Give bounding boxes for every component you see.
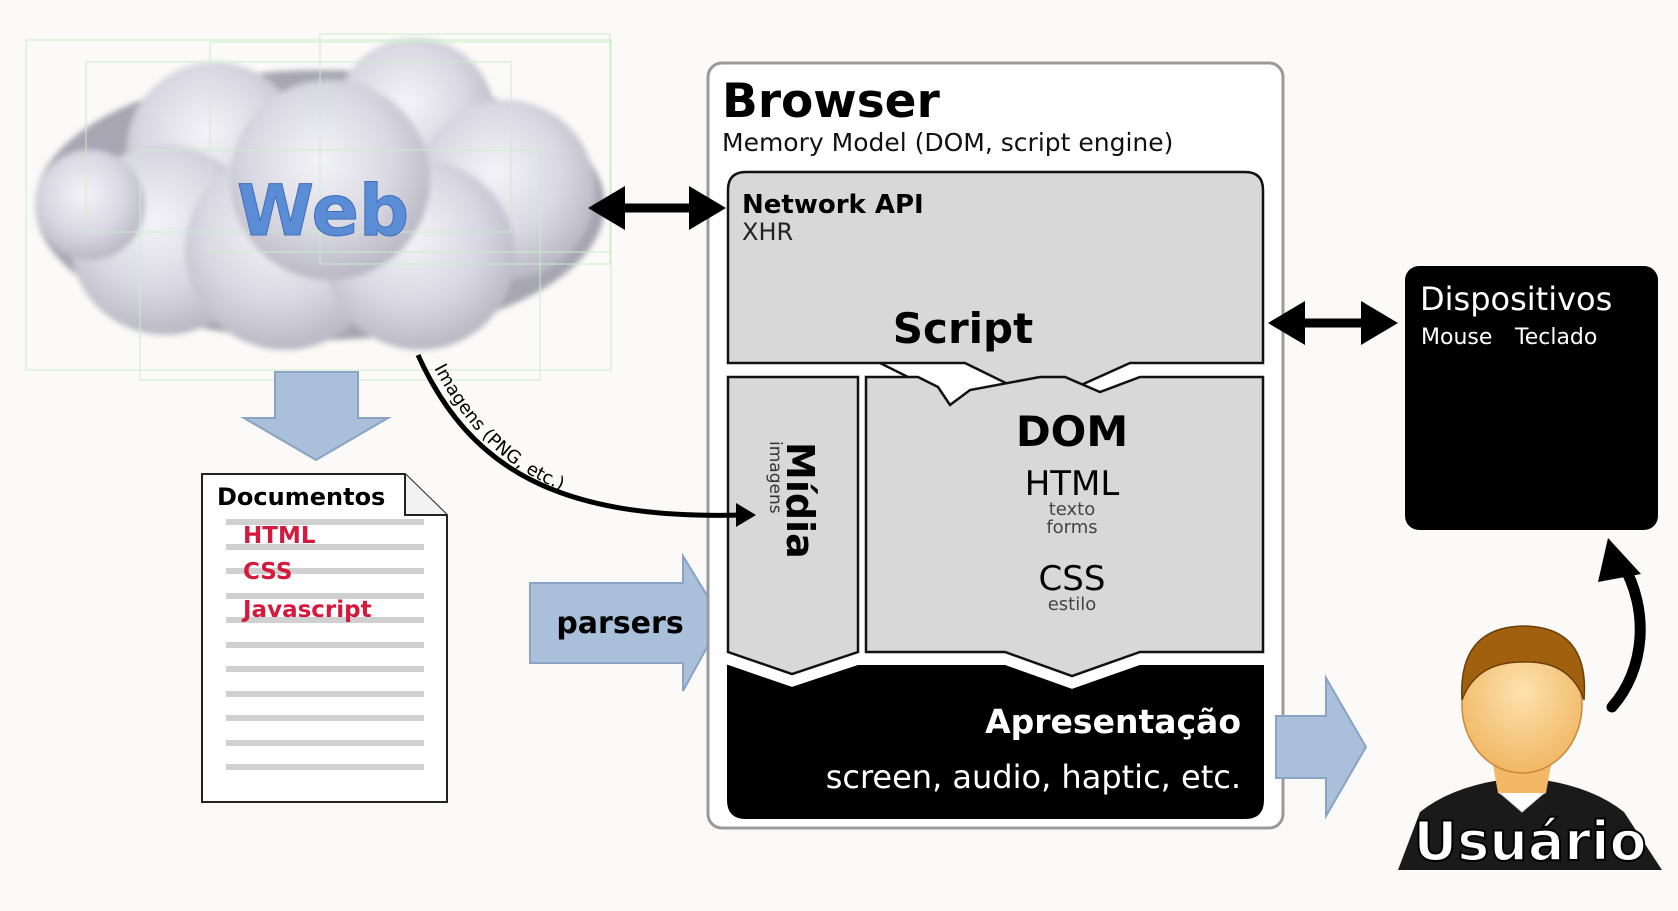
- documents-title: Documentos: [217, 483, 385, 511]
- dom-html-texto: texto: [1049, 499, 1096, 520]
- images-arrow-label-path: Imagens (PNG, etc.): [430, 360, 568, 494]
- network-api-sub: XHR: [742, 218, 793, 246]
- arrow-head-left-icon: [1268, 301, 1305, 345]
- page-fold: [404, 474, 447, 516]
- images-arrow-head-icon: [736, 503, 756, 527]
- script-panel-shape: [726, 170, 1265, 395]
- images-arrow-line: [415, 353, 743, 518]
- cloud-shape: [35, 38, 605, 350]
- down-arrow-icon: [240, 371, 392, 462]
- arrow-head-right-icon: [689, 186, 726, 230]
- media-panel: Mídia imagens: [726, 375, 860, 676]
- parsers-arrow: parsers: [529, 552, 724, 692]
- media-sub: imagens: [765, 441, 785, 514]
- devices-title: Dispositivos: [1420, 280, 1612, 318]
- images-arrow-label: Imagens (PNG, etc.): [430, 360, 568, 494]
- script-panel: Network API XHR Script: [726, 170, 1265, 395]
- arrow-head-left-icon: [588, 186, 625, 230]
- user-collar: [1499, 792, 1545, 813]
- doc-item-html: HTML: [243, 523, 316, 549]
- document-lines: [226, 519, 424, 770]
- dom-html: HTML: [1025, 464, 1120, 504]
- browser-subtitle: Memory Model (DOM, script engine): [722, 128, 1173, 157]
- dom-panel: DOM HTML texto forms CSS estilo: [864, 375, 1265, 678]
- curved-arrow-line: [1606, 557, 1646, 713]
- network-api-title: Network API: [742, 190, 924, 220]
- devices-panel: [1405, 266, 1658, 530]
- script-devices-arrow: [1268, 301, 1398, 345]
- presentation-title: Apresentação: [985, 702, 1241, 741]
- devices-box: Dispositivos Mouse Teclado: [1405, 266, 1658, 530]
- curved-arrow-head-icon: [1598, 538, 1641, 582]
- doc-item-css: CSS: [243, 559, 292, 585]
- images-arrow: Imagens (PNG, etc.): [415, 353, 756, 527]
- arrow-head-right-icon: [1361, 301, 1398, 345]
- dom-panel-shape: [864, 375, 1265, 678]
- device-keyboard: Teclado: [1514, 325, 1597, 350]
- parsers-label: parsers: [556, 606, 683, 641]
- user-hair: [1461, 625, 1586, 701]
- dom-title: DOM: [1016, 407, 1128, 456]
- media-title: Mídia: [778, 442, 822, 559]
- dom-html-forms: forms: [1046, 517, 1097, 538]
- user-body: [1398, 780, 1662, 870]
- web-network-arrow: [588, 186, 726, 230]
- right-arrow-icon: [529, 552, 724, 692]
- user-avatar: Usuário: [1398, 625, 1662, 874]
- presentation-panel-shape: [727, 664, 1264, 819]
- script-label: Script: [893, 304, 1033, 353]
- device-mouse: Mouse: [1421, 325, 1492, 350]
- presentation-panel: Apresentação screen, audio, haptic, etc.: [727, 664, 1264, 819]
- browser-title: Browser: [722, 74, 941, 129]
- presentation-sub: screen, audio, haptic, etc.: [826, 758, 1241, 796]
- web-cloud: Web: [25, 33, 612, 381]
- dom-css: CSS: [1039, 559, 1106, 599]
- presentation-user-arrow-icon: [1275, 674, 1368, 820]
- user-label: Usuário: [1413, 810, 1646, 873]
- user-devices-arrow: [1598, 538, 1646, 713]
- doc-item-javascript: Javascript: [241, 597, 372, 623]
- documents-page: Documentos HTML CSS Javascript: [201, 473, 448, 803]
- dom-css-estilo: estilo: [1048, 594, 1097, 615]
- web-label: Web: [237, 170, 409, 252]
- media-panel-shape: [726, 375, 860, 676]
